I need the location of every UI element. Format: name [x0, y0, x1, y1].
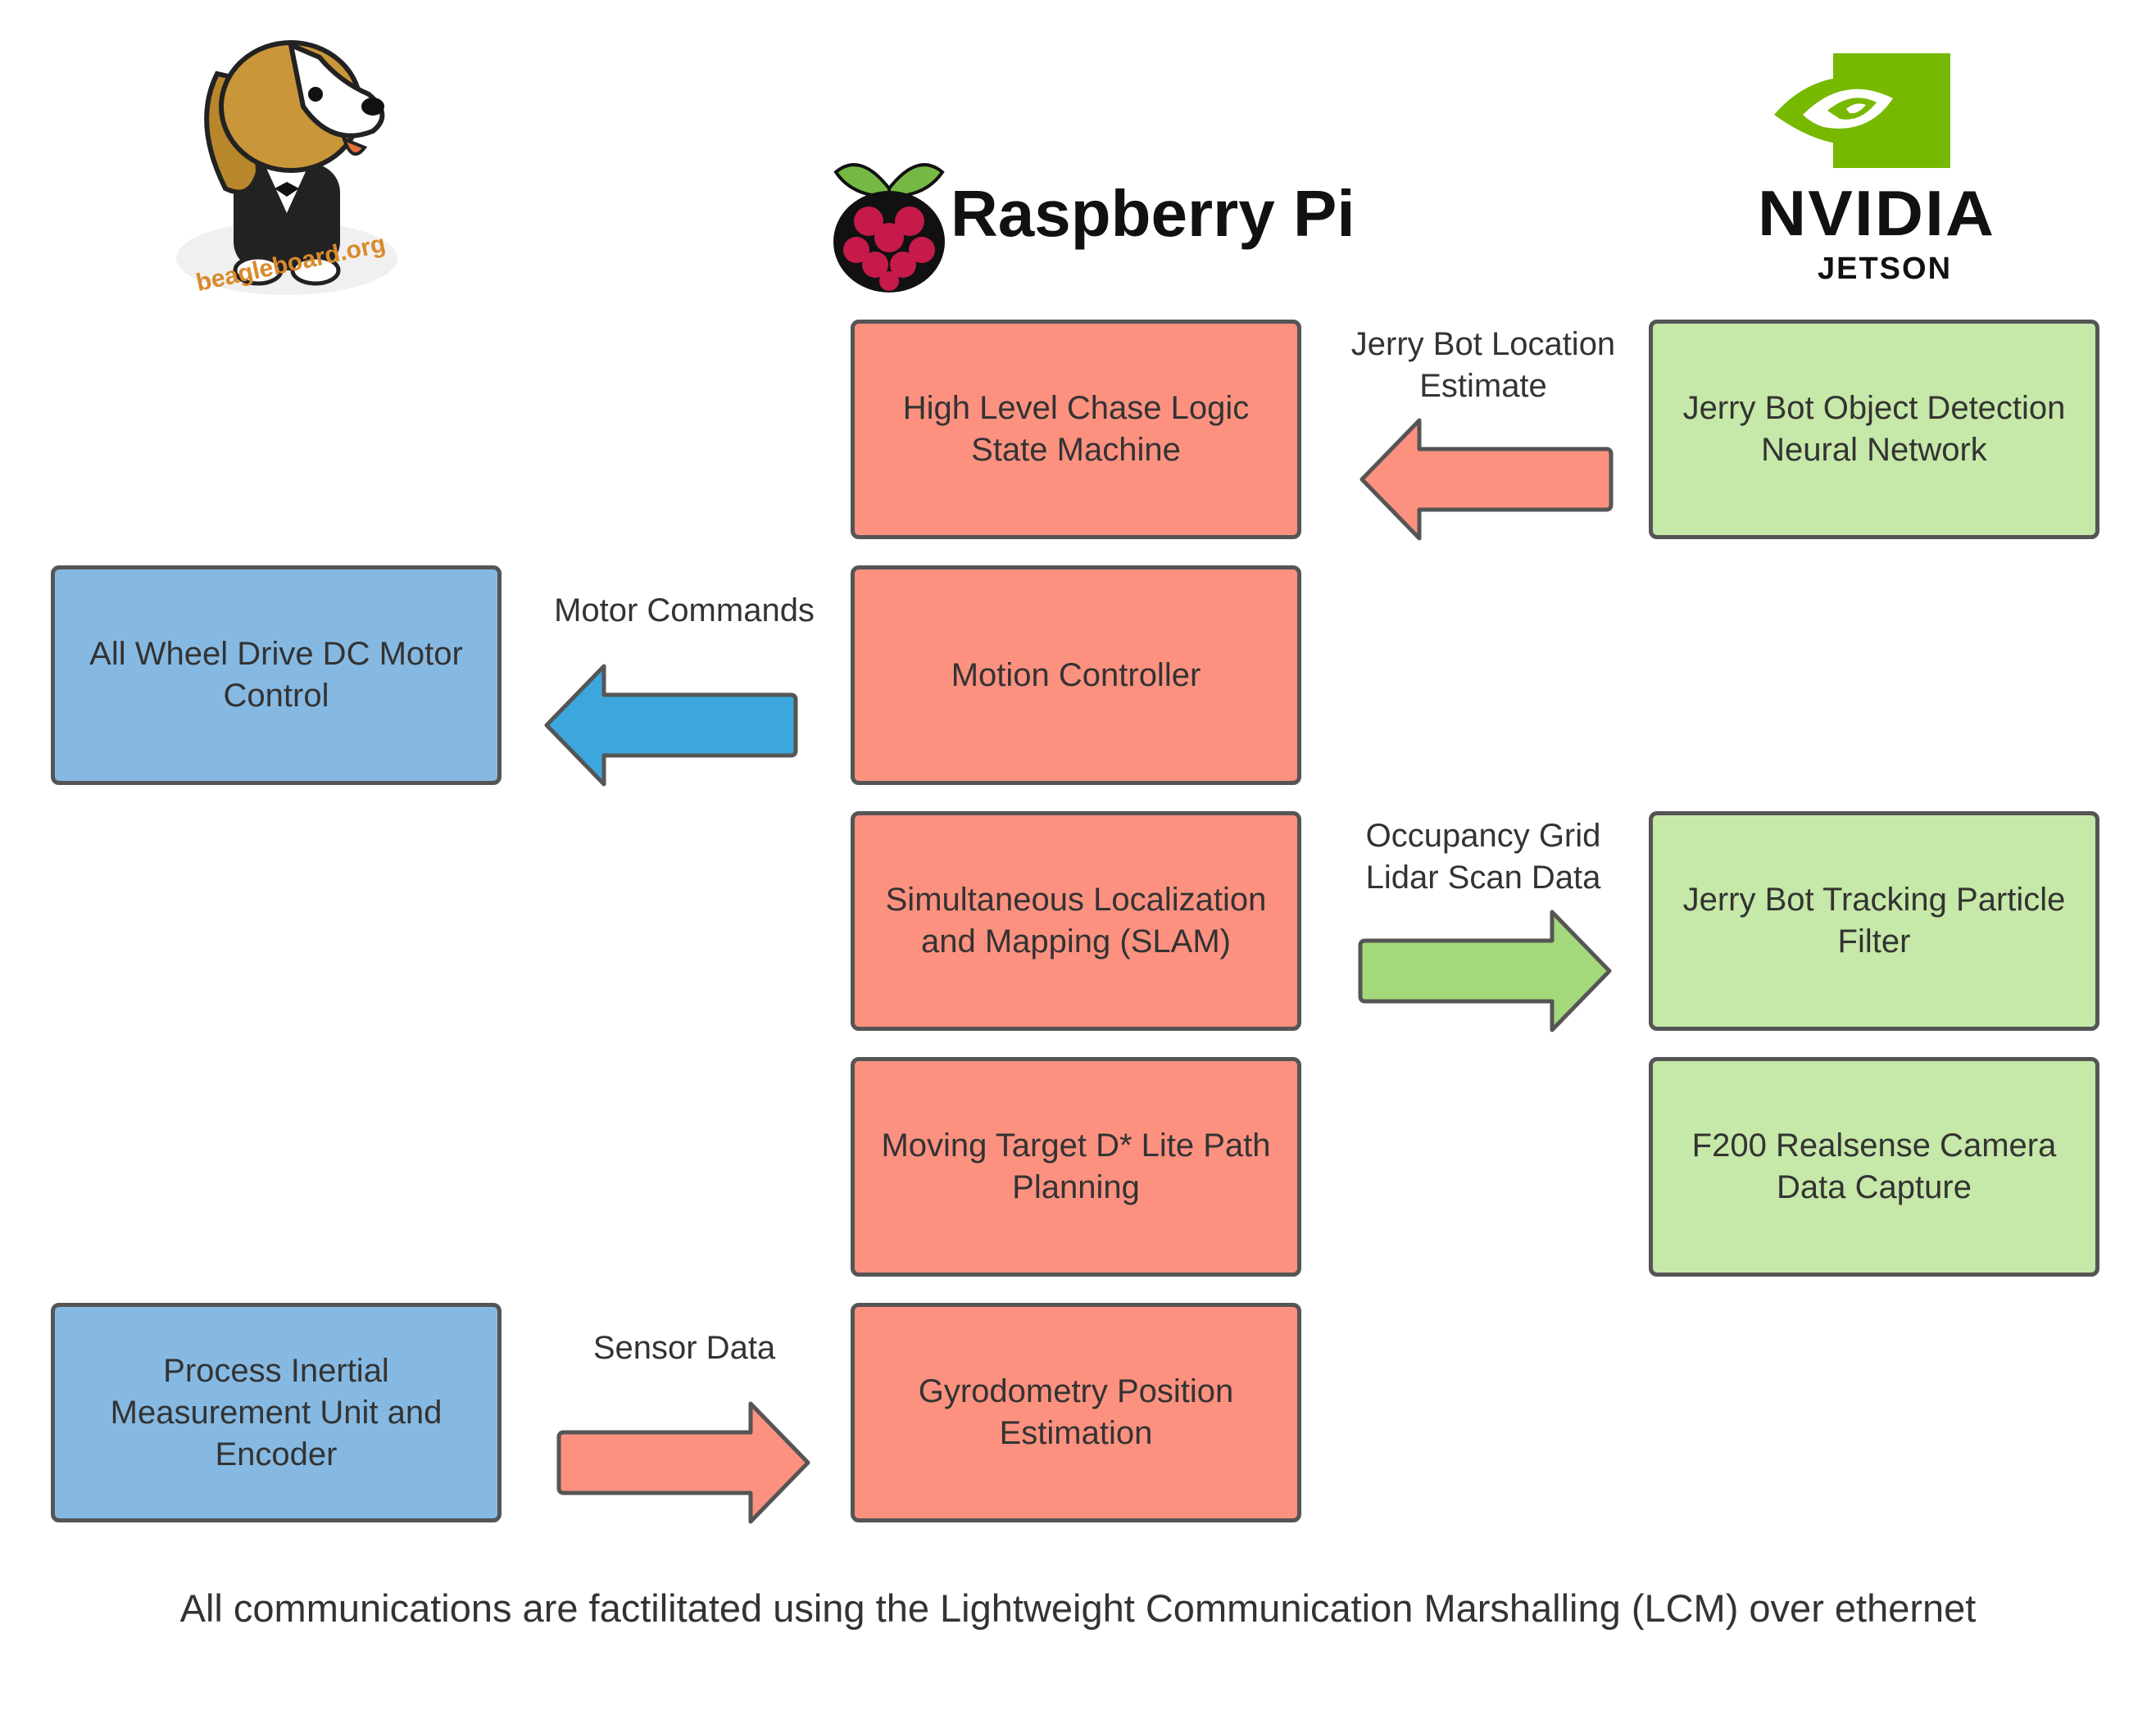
- motor-commands-label: Motor Commands: [554, 592, 815, 628]
- location-estimate-label: Jerry Bot Location Estimate: [1350, 326, 1616, 404]
- raspberry-pi-logo-text: Raspberry Pi: [951, 177, 1355, 250]
- occupancy-lidar-arrow: [1358, 910, 1612, 1032]
- raspberry-icon: [833, 163, 945, 293]
- raspberry-pi-logo: [828, 152, 951, 295]
- object-detection-box: Jerry Bot Object Detection Neural Networ…: [1649, 320, 2099, 539]
- motor-control-label: All Wheel Drive DC Motor Control: [89, 636, 463, 714]
- location-estimate-arrow: [1359, 418, 1614, 541]
- gyrodometry-box: Gyrodometry Position Estimation: [851, 1303, 1301, 1522]
- jetson-logo-text: JETSON: [1817, 252, 1953, 286]
- slam-box: Simultaneous Localization and Mapping (S…: [851, 811, 1301, 1031]
- nvidia-eye-icon: [1774, 53, 1950, 168]
- sensor-data-arrow: [556, 1401, 810, 1524]
- camera-capture-label: F200 Realsense Camera Data Capture: [1691, 1127, 2057, 1205]
- imu-encoder-label: Process Inertial Measurement Unit and En…: [110, 1352, 443, 1472]
- camera-capture-box: F200 Realsense Camera Data Capture: [1649, 1057, 2099, 1277]
- beagle-dog-icon: [176, 40, 397, 295]
- footer-note: All communications are factilitated usin…: [179, 1586, 1977, 1630]
- occupancy-lidar-label: Occupancy Grid Lidar Scan Data: [1365, 818, 1601, 896]
- nvidia-logo: [1774, 53, 1950, 168]
- motion-controller-label: Motion Controller: [951, 656, 1201, 693]
- chase-logic-label: High Level Chase Logic State Machine: [902, 390, 1250, 468]
- motor-control-box: All Wheel Drive DC Motor Control: [51, 565, 502, 785]
- particle-filter-box: Jerry Bot Tracking Particle Filter: [1649, 811, 2099, 1031]
- slam-label: Simultaneous Localization and Mapping (S…: [885, 882, 1267, 960]
- gyrodometry-label: Gyrodometry Position Estimation: [918, 1373, 1234, 1451]
- path-planning-label: Moving Target D* Lite Path Planning: [881, 1127, 1271, 1205]
- motion-controller-box: Motion Controller: [851, 565, 1301, 785]
- nvidia-logo-text: NVIDIA: [1758, 177, 1996, 249]
- beagleboard-logo: beagleboard.org: [168, 25, 414, 311]
- particle-filter-label: Jerry Bot Tracking Particle Filter: [1682, 882, 2066, 960]
- imu-encoder-box: Process Inertial Measurement Unit and En…: [51, 1303, 502, 1522]
- sensor-data-label: Sensor Data: [592, 1330, 776, 1366]
- path-planning-box: Moving Target D* Lite Path Planning: [851, 1057, 1301, 1277]
- motor-commands-arrow: [544, 664, 798, 787]
- chase-logic-box: High Level Chase Logic State Machine: [851, 320, 1301, 539]
- object-detection-label: Jerry Bot Object Detection Neural Networ…: [1682, 390, 2066, 468]
